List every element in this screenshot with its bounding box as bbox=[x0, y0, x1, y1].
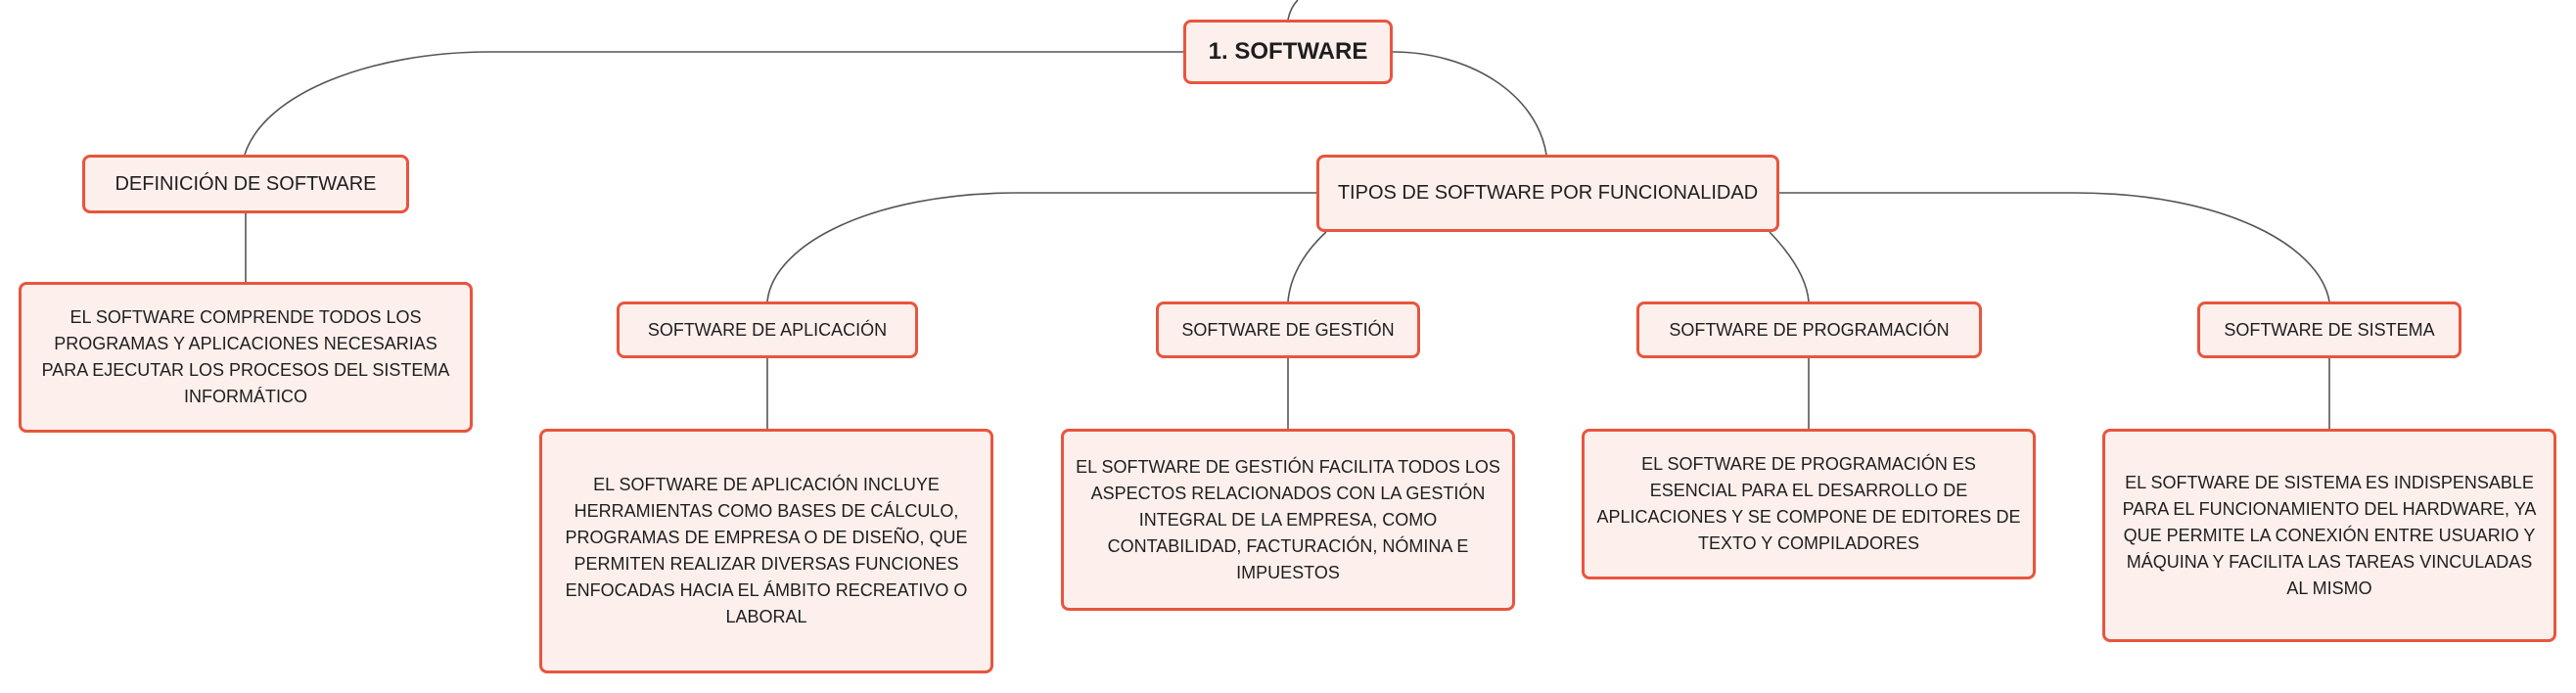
types-label: TIPOS DE SOFTWARE POR FUNCIONALIDAD bbox=[1337, 182, 1759, 204]
type-label-gestion: SOFTWARE DE GESTIÓN bbox=[1181, 319, 1395, 340]
connector-types-programacion bbox=[1769, 231, 1810, 302]
definition-node[interactable]: DEFINICIÓN DE SOFTWARE bbox=[82, 155, 409, 213]
type-text-aplicacion: EL SOFTWARE DE APLICACIÓN INCLUYE HERRAM… bbox=[565, 475, 968, 626]
type-text-node-aplicacion[interactable]: EL SOFTWARE DE APLICACIÓN INCLUYE HERRAM… bbox=[539, 429, 993, 673]
definition-text-node[interactable]: EL SOFTWARE COMPRENDE TODOS LOS PROGRAMA… bbox=[19, 282, 473, 433]
type-label-sistema: SOFTWARE DE SISTEMA bbox=[2224, 319, 2435, 340]
definition-label: DEFINICIÓN DE SOFTWARE bbox=[115, 172, 377, 195]
type-text-programacion: EL SOFTWARE DE PROGRAMACIÓN ES ESENCIAL … bbox=[1596, 454, 2021, 553]
type-node-programacion[interactable]: SOFTWARE DE PROGRAMACIÓN bbox=[1636, 301, 1982, 358]
type-node-gestion[interactable]: SOFTWARE DE GESTIÓN bbox=[1156, 301, 1420, 358]
type-text-node-programacion[interactable]: EL SOFTWARE DE PROGRAMACIÓN ES ESENCIAL … bbox=[1582, 429, 2036, 579]
connector-types-sistema bbox=[1779, 192, 2330, 302]
type-node-aplicacion[interactable]: SOFTWARE DE APLICACIÓN bbox=[617, 301, 918, 358]
type-text-gestion: EL SOFTWARE DE GESTIÓN FACILITA TODOS LO… bbox=[1076, 456, 1500, 582]
root-label: 1. SOFTWARE bbox=[1208, 38, 1368, 65]
type-node-sistema[interactable]: SOFTWARE DE SISTEMA bbox=[2197, 301, 2461, 358]
connector-types-gestion bbox=[1287, 231, 1327, 302]
connector-root-parent bbox=[1287, 0, 1299, 21]
connector-types-app bbox=[766, 192, 1316, 302]
root-node[interactable]: 1. SOFTWARE bbox=[1183, 20, 1393, 84]
connector-root-definition bbox=[244, 51, 1183, 156]
type-text-node-sistema[interactable]: EL SOFTWARE DE SISTEMA ES INDISPENSABLE … bbox=[2102, 429, 2556, 642]
type-text-sistema: EL SOFTWARE DE SISTEMA ES INDISPENSABLE … bbox=[2122, 472, 2537, 598]
type-label-programacion: SOFTWARE DE PROGRAMACIÓN bbox=[1669, 319, 1950, 340]
type-label-aplicacion: SOFTWARE DE APLICACIÓN bbox=[647, 319, 888, 340]
types-node[interactable]: TIPOS DE SOFTWARE POR FUNCIONALIDAD bbox=[1316, 155, 1779, 232]
connector-root-types bbox=[1392, 51, 1547, 156]
type-text-node-gestion[interactable]: EL SOFTWARE DE GESTIÓN FACILITA TODOS LO… bbox=[1061, 429, 1515, 611]
definition-text: EL SOFTWARE COMPRENDE TODOS LOS PROGRAMA… bbox=[41, 307, 450, 406]
